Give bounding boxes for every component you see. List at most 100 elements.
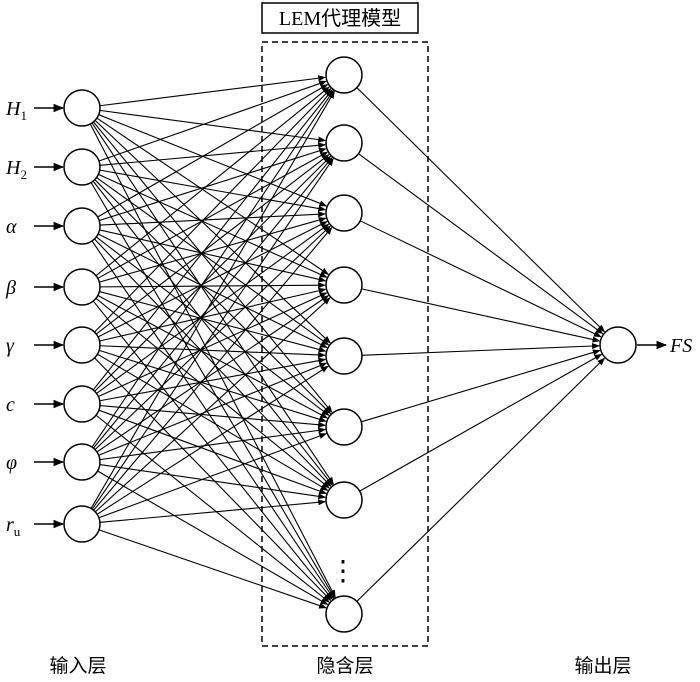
connection-input-hidden (99, 291, 327, 353)
connection-input-hidden (99, 464, 326, 500)
connection-input-hidden (98, 147, 327, 222)
connection-input-hidden (99, 142, 326, 166)
input-node (63, 326, 101, 364)
connection-input-hidden (99, 282, 326, 289)
output-label: FS (669, 335, 692, 357)
connection-input-hidden (97, 294, 328, 419)
hidden-node (325, 56, 363, 94)
connection-input-hidden (95, 236, 330, 416)
connection-input-hidden (99, 427, 326, 461)
hidden-layer-box (261, 41, 429, 647)
connection-input-hidden (97, 233, 328, 349)
connection-input-hidden (96, 365, 329, 515)
connection-input-hidden (92, 121, 333, 413)
connection-hidden-output (358, 153, 604, 335)
connection-input-hidden (95, 154, 330, 335)
connection-input-hidden (90, 90, 335, 509)
connection-input-hidden (92, 300, 333, 600)
connection-input-hidden (94, 119, 331, 344)
input-label: φ (6, 452, 17, 474)
connection-input-hidden (98, 292, 328, 398)
connection-hidden-output (361, 349, 601, 423)
connection-input-hidden (97, 151, 329, 279)
connection-input-hidden (99, 499, 326, 523)
input-label: ru (6, 514, 21, 539)
connection-input-hidden (90, 182, 335, 599)
connection-input-hidden (98, 362, 328, 456)
connection-input-hidden (99, 109, 326, 143)
input-node (63, 505, 101, 543)
input-label: β (5, 277, 16, 299)
connection-input-hidden (95, 86, 330, 277)
connection-input-hidden (94, 238, 332, 487)
connection-input-hidden (96, 117, 329, 275)
connection-input-hidden (95, 297, 330, 489)
connection-input-hidden (93, 226, 333, 511)
connection-hidden-output (361, 288, 601, 343)
input-node (63, 268, 101, 306)
connection-input-hidden (98, 433, 327, 519)
connection-input-hidden (99, 345, 326, 358)
connection-input-hidden (99, 217, 327, 283)
connection-input-hidden (98, 409, 327, 494)
input-label: c (6, 394, 15, 416)
connection-input-hidden (95, 414, 330, 603)
hidden-node (325, 337, 363, 375)
connection-input-hidden (94, 297, 331, 513)
connection-input-hidden (98, 80, 327, 162)
connection-input-hidden (91, 240, 334, 599)
hidden-node (325, 408, 363, 446)
connection-input-hidden (97, 353, 329, 491)
title-box (261, 2, 419, 34)
input-node (63, 207, 101, 245)
connection-input-hidden (91, 158, 334, 510)
connection-hidden-output (359, 353, 603, 492)
output-layer-caption: 输出层 (574, 655, 631, 677)
connection-input-hidden (96, 223, 330, 394)
connection-hidden-output (359, 220, 602, 338)
input-label: H2 (5, 157, 27, 182)
connection-input-hidden (92, 157, 333, 449)
input-layer-caption: 输入层 (49, 655, 106, 677)
connection-input-hidden (99, 75, 326, 107)
hidden-node (325, 595, 363, 633)
connection-input-hidden (92, 89, 333, 391)
input-label: α (6, 216, 17, 238)
hidden-node (325, 266, 363, 304)
connection-input-hidden (96, 295, 329, 453)
connection-input-hidden (99, 287, 327, 342)
hidden-node (325, 124, 363, 162)
connection-input-hidden (94, 225, 331, 450)
connection-input-hidden (98, 114, 328, 207)
input-node (63, 385, 101, 423)
hidden-layer-caption: 隐含层 (316, 655, 373, 677)
connection-input-hidden (98, 529, 327, 609)
input-node (63, 443, 101, 481)
connection-input-hidden (94, 357, 332, 601)
connection-input-hidden (98, 173, 328, 278)
connection-input-hidden (97, 221, 328, 338)
connection-input-hidden (99, 211, 326, 226)
connections (34, 75, 606, 609)
input-label: γ (6, 335, 15, 357)
input-node (63, 89, 101, 127)
connection-input-hidden (99, 169, 327, 212)
hidden-ellipsis: ⋮ (329, 554, 357, 587)
hidden-node (325, 194, 363, 232)
connection-input-hidden (94, 88, 332, 333)
connection-input-hidden (94, 179, 332, 415)
output-node (599, 326, 637, 364)
connection-input-hidden (97, 470, 329, 605)
connection-input-hidden (94, 155, 332, 392)
nodes (63, 56, 637, 633)
input-node (63, 148, 101, 186)
input-label: H1 (5, 98, 27, 123)
connection-input-hidden (96, 177, 330, 346)
connection-hidden-output (361, 342, 600, 356)
model-title: LEM代理模型 (279, 7, 401, 30)
connection-input-hidden (91, 90, 334, 448)
hidden-node (325, 481, 363, 519)
connection-hidden-output (356, 357, 605, 602)
